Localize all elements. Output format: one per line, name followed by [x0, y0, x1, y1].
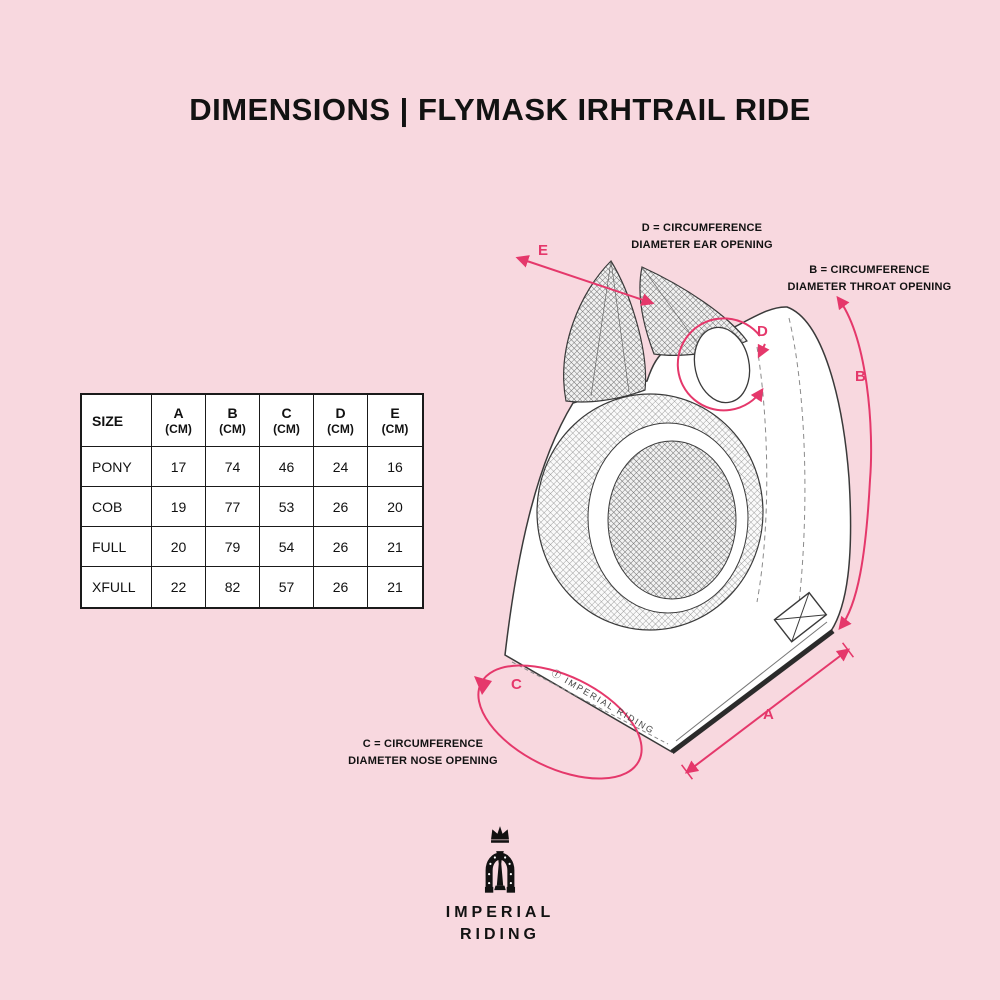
dimension-e-arrow: [515, 255, 655, 306]
table-cell: 21: [368, 567, 422, 607]
table-cell: 77: [206, 487, 260, 527]
table-cell: 26: [314, 487, 368, 527]
size-table: SIZE A (CM) B (CM) C (CM) D (CM) E (CM) …: [80, 393, 424, 609]
row-label-xfull: XFULL: [82, 567, 152, 607]
seam-line: [756, 346, 768, 603]
velcro-strap: [773, 591, 828, 643]
throat-opening-annotation: B = CIRCUMFERENCE DIAMETER THROAT OPENIN…: [787, 264, 952, 293]
ear-opening-annotation: D = CIRCUMFERENCE DIAMETER EAR OPENING: [631, 222, 773, 251]
table-header-size: SIZE: [82, 395, 152, 447]
table-cell: 22: [152, 567, 206, 607]
hem-stitch-line: [511, 661, 669, 745]
table-cell: 20: [368, 487, 422, 527]
brand-name-line1: IMPERIAL: [445, 904, 555, 921]
table-header-a: A (CM): [152, 395, 206, 447]
table-header-e: E (CM): [368, 395, 422, 447]
table-cell: 21: [368, 527, 422, 567]
table-cell: 26: [314, 527, 368, 567]
nose-opening-annotation: C = CIRCUMFERENCE DIAMETER NOSE OPENING: [348, 738, 498, 767]
dimension-c-arrowhead: [474, 676, 492, 695]
dimension-label-d: D: [757, 323, 768, 340]
row-label-full: FULL: [82, 527, 152, 567]
eye-mesh-inner: [607, 440, 737, 600]
table-cell: 79: [206, 527, 260, 567]
row-label-cob: COB: [82, 487, 152, 527]
dimension-label-b: B: [855, 368, 866, 385]
table-header-d: D (CM): [314, 395, 368, 447]
table-cell: 54: [260, 527, 314, 567]
table-cell: 26: [314, 567, 368, 607]
dimension-b-arrow: [836, 295, 873, 631]
dimension-d-arc: [676, 317, 764, 412]
ear-mesh-front: [563, 260, 647, 403]
dimension-label-c: C: [511, 676, 522, 693]
table-cell: 24: [314, 447, 368, 487]
table-cell: 16: [368, 447, 422, 487]
ear-opening: [693, 326, 751, 404]
table-cell: 53: [260, 487, 314, 527]
table-cell: 20: [152, 527, 206, 567]
horseshoe-crown-icon: [484, 826, 516, 893]
brand-name-line2: RIDING: [460, 925, 540, 943]
table-cell: 19: [152, 487, 206, 527]
table-header-c: C (CM): [260, 395, 314, 447]
table-cell: 82: [206, 567, 260, 607]
seam-line: [788, 317, 806, 613]
table-cell: 74: [206, 447, 260, 487]
table-cell: 57: [260, 567, 314, 607]
row-label-pony: PONY: [82, 447, 152, 487]
dimension-label-e: E: [538, 242, 549, 259]
dimension-label-a: A: [763, 706, 774, 723]
dimension-a-tick: [841, 642, 855, 658]
table-header-b: B (CM): [206, 395, 260, 447]
page-title: DIMENSIONS | FLYMASK IRHTRAIL RIDE: [189, 92, 811, 127]
table-cell: 46: [260, 447, 314, 487]
dimension-d-pointer: [757, 343, 770, 359]
brand-footer: IMPERIAL RIDING: [400, 824, 600, 945]
dimension-a-tick: [680, 764, 694, 780]
table-cell: 17: [152, 447, 206, 487]
dimension-a-arrow: [684, 648, 851, 774]
